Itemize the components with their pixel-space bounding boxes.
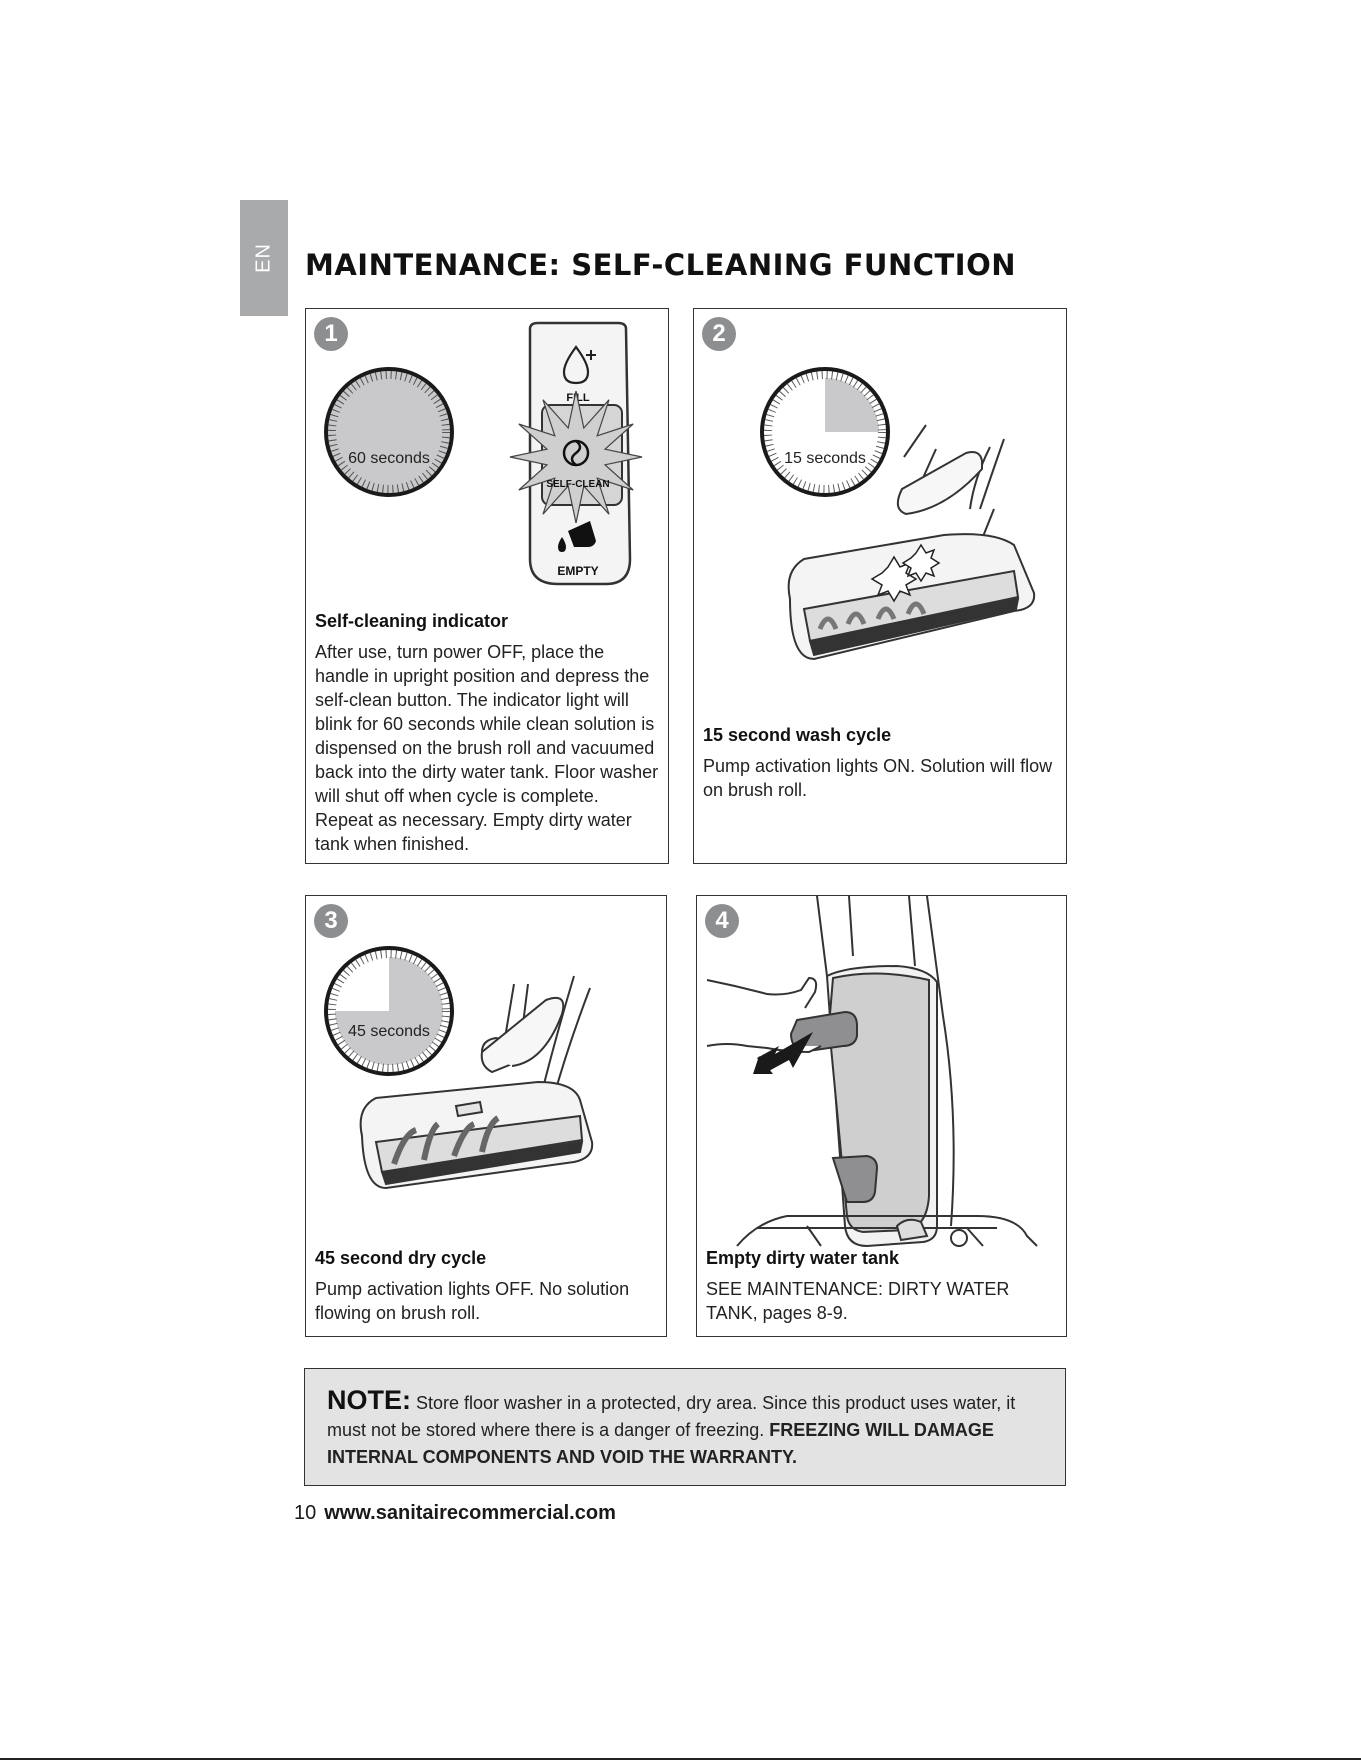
note-box: NOTE: Store floor washer in a protected,… xyxy=(304,1368,1066,1486)
timer-dial-icon: 45 seconds xyxy=(324,946,454,1076)
note-paragraph: NOTE: Store floor washer in a protected,… xyxy=(327,1387,1043,1471)
language-tab: EN xyxy=(240,200,288,316)
footer: 10 www.sanitairecommercial.com xyxy=(294,1502,616,1525)
step-2-badge: 2 xyxy=(702,317,736,351)
timer-dial-icon: 60 seconds xyxy=(324,367,454,497)
step-4-body: SEE MAINTENANCE: DIRTY WATER TANK, pages… xyxy=(706,1279,1010,1323)
step-2-heading: 15 second wash cycle xyxy=(703,725,892,745)
page-title: MAINTENANCE: SELF-CLEANING FUNCTION xyxy=(305,248,1017,282)
step-1-timer-label: 60 seconds xyxy=(348,450,430,467)
step-3-panel: 3 45 seconds 45 second dry cycle Pump ac… xyxy=(305,895,667,1337)
water-drop-plus-icon xyxy=(562,345,596,385)
step-2-timer-label: 15 seconds xyxy=(784,450,866,467)
step-3-heading: 45 second dry cycle xyxy=(315,1248,487,1268)
note-lead: NOTE: xyxy=(327,1385,411,1415)
fill-label: FILL xyxy=(566,392,589,404)
step-3-badge: 3 xyxy=(314,904,348,938)
step-3-timer-label: 45 seconds xyxy=(348,1023,430,1040)
bottom-rule xyxy=(0,1758,1361,1760)
step-4-badge: 4 xyxy=(705,904,739,938)
empty-tank-icon xyxy=(558,521,596,552)
timer-dial-icon: 15 seconds xyxy=(760,367,890,497)
step-2-panel: 2 15 seconds 15 second wash cycle Pump a… xyxy=(693,308,1067,864)
step-1-panel: 1 60 seconds FILL SELF-CLEAN xyxy=(305,308,669,864)
arrow-icon xyxy=(753,1032,813,1074)
language-tab-label: EN xyxy=(252,243,275,273)
note-warning: FREEZING WILL DAMAGE INTERNAL COMPONENTS… xyxy=(327,1420,994,1467)
self-clean-label: SELF-CLEAN xyxy=(546,479,609,490)
step-1-heading: Self-cleaning indicator xyxy=(315,611,509,631)
step-4-panel: 4 Empty dirty water tank SEE MAINTENANCE… xyxy=(696,895,1067,1337)
floor-washer-illustration xyxy=(359,975,594,1190)
step-1-body: After use, turn power OFF, place the han… xyxy=(315,642,659,854)
step-4-heading: Empty dirty water tank xyxy=(706,1248,900,1268)
page-number: 10 xyxy=(294,1502,317,1524)
step-3-body: Pump activation lights OFF. No solution … xyxy=(315,1279,630,1323)
floor-washer-illustration xyxy=(787,424,1036,661)
note-text: Store floor washer in a protected, dry a… xyxy=(327,1393,1016,1440)
control-panel-illustration: FILL SELF-CLEAN EMPTY xyxy=(509,321,643,586)
step-1-badge: 1 xyxy=(314,317,348,351)
self-clean-burst-icon xyxy=(509,390,643,524)
step-2-body: Pump activation lights ON. Solution will… xyxy=(703,756,1053,800)
website-link[interactable]: www.sanitairecommercial.com xyxy=(324,1502,616,1524)
empty-label: EMPTY xyxy=(557,564,598,578)
